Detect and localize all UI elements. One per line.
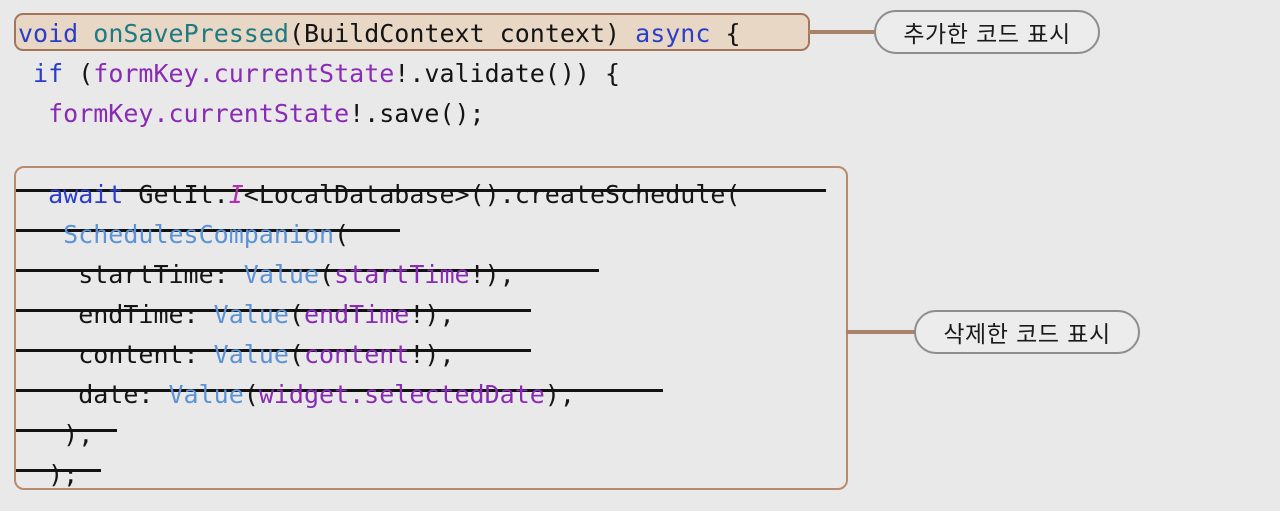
callout-added-code-label: 추가한 코드 표시 bbox=[903, 22, 1071, 48]
code-token: ( bbox=[288, 340, 304, 369]
code-token: ), bbox=[544, 380, 575, 409]
code-token: content bbox=[303, 340, 410, 369]
code-token: ( bbox=[334, 220, 350, 249]
code-line: void onSavePressed(BuildContext context)… bbox=[18, 14, 741, 54]
code-line: await GetIt.I<LocalDatabase>().createSch… bbox=[48, 175, 740, 215]
code-token: ( bbox=[63, 59, 94, 88]
code-token: SchedulesCompanion bbox=[63, 220, 335, 249]
code-token: ( bbox=[243, 380, 259, 409]
code-token: date: bbox=[78, 380, 169, 409]
connector-deleted bbox=[846, 330, 918, 334]
code-line: formKey.currentState!.save(); bbox=[48, 94, 485, 134]
code-token: await bbox=[48, 180, 124, 209]
added-code-highlight-box bbox=[14, 13, 810, 51]
code-token: !), bbox=[469, 260, 515, 289]
code-token: !.validate()) { bbox=[394, 59, 621, 88]
code-token: endTime bbox=[303, 300, 410, 329]
code-token: content: bbox=[78, 340, 214, 369]
strikethrough-rule bbox=[16, 389, 663, 392]
code-token: Value bbox=[168, 380, 244, 409]
code-line: SchedulesCompanion( bbox=[63, 215, 349, 255]
code-token bbox=[78, 19, 93, 48]
callout-added-code: 추가한 코드 표시 bbox=[874, 10, 1100, 54]
callout-deleted-code-label: 삭제한 코드 표시 bbox=[943, 322, 1111, 348]
code-token: Value bbox=[213, 340, 289, 369]
code-token: !), bbox=[409, 340, 455, 369]
code-token: I bbox=[228, 180, 244, 209]
code-line: endTime: Value(endTime!), bbox=[78, 295, 454, 335]
code-token: ( bbox=[288, 300, 304, 329]
code-area: void onSavePressed(BuildContext context)… bbox=[14, 13, 848, 495]
code-token: ( bbox=[319, 260, 335, 289]
code-token: onSavePressed bbox=[93, 19, 289, 48]
code-token: Value bbox=[243, 260, 320, 289]
code-token: !.save(); bbox=[349, 99, 485, 128]
code-token: if bbox=[33, 59, 64, 88]
code-line: date: Value(widget.selectedDate), bbox=[78, 375, 575, 415]
code-line: if (formKey.currentState!.validate()) { bbox=[33, 54, 620, 94]
code-token: Value bbox=[213, 300, 289, 329]
code-token: ), bbox=[63, 420, 94, 449]
connector-added bbox=[808, 30, 878, 34]
code-token: !), bbox=[409, 300, 455, 329]
code-token: startTime bbox=[334, 260, 470, 289]
code-line: ); bbox=[48, 455, 78, 495]
code-token: startTime: bbox=[78, 260, 244, 289]
code-token: void bbox=[18, 19, 79, 48]
code-line: content: Value(content!), bbox=[78, 335, 454, 375]
code-token: async bbox=[635, 19, 711, 48]
strikethrough-rule bbox=[16, 309, 531, 312]
strikethrough-rule bbox=[16, 429, 117, 432]
code-line: ), bbox=[63, 415, 93, 455]
code-token: widget.selectedDate bbox=[258, 380, 545, 409]
strikethrough-rule bbox=[16, 349, 531, 352]
code-token: formKey.currentState bbox=[48, 99, 350, 128]
code-token: (BuildContext context) bbox=[288, 19, 636, 48]
code-token: <LocalDatabase>().createSchedule( bbox=[243, 180, 741, 209]
strikethrough-rule bbox=[16, 469, 101, 472]
code-token: formKey.currentState bbox=[93, 59, 395, 88]
strikethrough-rule bbox=[16, 189, 826, 192]
code-token: GetIt. bbox=[123, 180, 229, 209]
code-token: endTime: bbox=[78, 300, 214, 329]
code-line: startTime: Value(startTime!), bbox=[78, 255, 515, 295]
code-token: ); bbox=[48, 460, 79, 489]
strikethrough-rule bbox=[16, 269, 599, 272]
deleted-code-box bbox=[14, 166, 848, 490]
code-token: { bbox=[710, 19, 741, 48]
strikethrough-rule bbox=[16, 229, 400, 232]
callout-deleted-code: 삭제한 코드 표시 bbox=[914, 310, 1140, 354]
